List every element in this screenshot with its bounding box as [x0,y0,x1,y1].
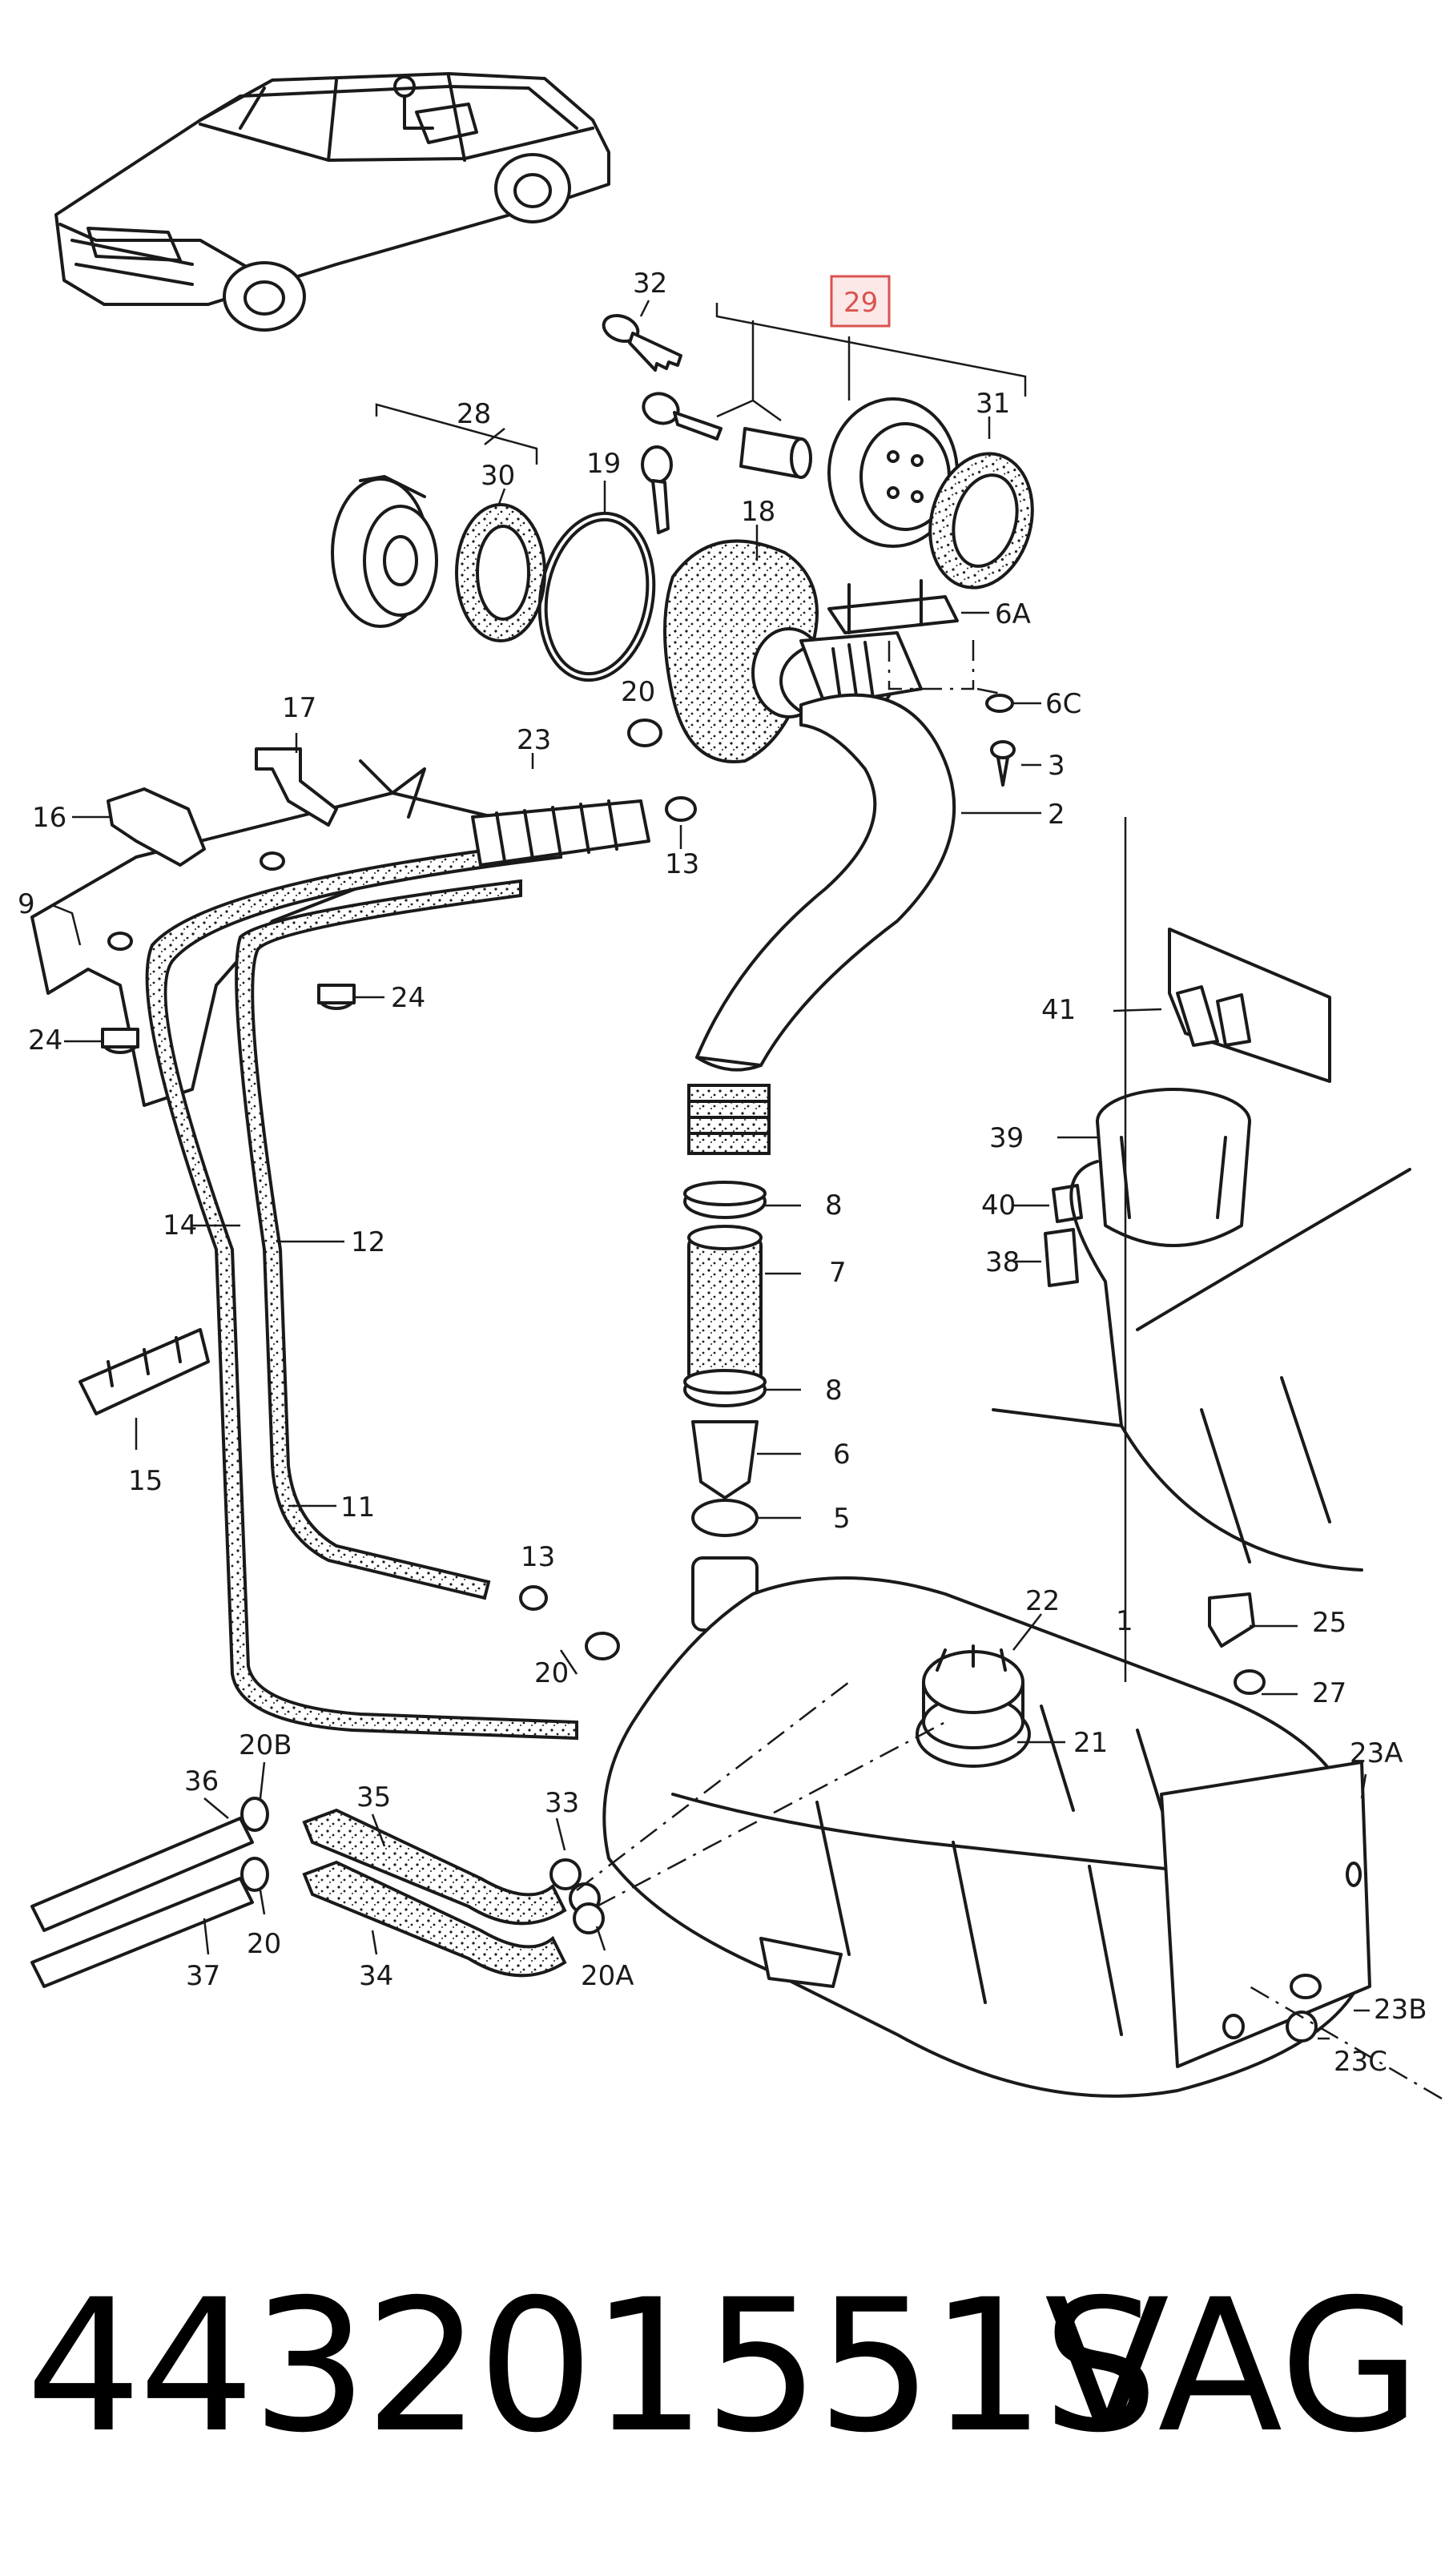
callout-30: 30 [481,460,515,492]
callout-16: 16 [32,802,66,834]
callout-23C: 23C [1334,2046,1387,2078]
callout-20c: 20 [247,1928,281,1960]
highlight-box-29 [830,275,891,328]
callout-39: 39 [989,1122,1024,1154]
callout-38: 38 [985,1246,1020,1278]
callout-13b: 13 [521,1541,555,1573]
bracket-6A [827,579,975,690]
callout-7: 7 [829,1257,847,1289]
callout-24a: 24 [391,982,425,1014]
callout-27: 27 [1312,1677,1346,1709]
callout-29: 29 [843,287,878,319]
callout-20B: 20B [239,1729,292,1761]
callout-8a: 8 [825,1189,843,1222]
callout-40: 40 [981,1189,1016,1222]
screw-3 [990,740,1016,787]
gasket-30 [455,503,546,642]
part-number: 443201551S [26,2260,1158,2473]
callout-23A: 23A [1350,1737,1403,1769]
callout-19: 19 [586,448,621,480]
vent-lines [30,759,650,1741]
callout-21: 21 [1073,1727,1108,1759]
callout-3: 3 [1048,750,1065,782]
callout-28: 28 [457,398,491,430]
callout-8b: 8 [825,1375,843,1407]
callout-24b: 24 [28,1024,62,1057]
callout-labels: 32 29 28 31 30 19 18 6A 20 6C 17 23 3 16… [18,268,1427,2078]
callout-17: 17 [282,692,316,724]
callout-6: 6 [833,1439,851,1471]
ring-19 [537,511,656,682]
callout-41: 41 [1041,994,1076,1026]
filler-cap-group [331,303,1034,787]
callout-33: 33 [545,1787,579,1819]
callout-6A: 6A [995,598,1031,630]
callout-20a: 20 [621,676,655,708]
fuel-tank-1 [602,1576,1371,2098]
callout-20A: 20A [581,1960,634,1992]
callout-22: 22 [1025,1585,1060,1617]
callout-32: 32 [633,268,667,300]
callout-37: 37 [186,1960,220,1992]
callout-36: 36 [184,1765,219,1797]
callout-14: 14 [163,1210,197,1242]
footer-caption: 443201551S VAG [0,2275,1445,2515]
callout-15: 15 [128,1465,163,1497]
clamps-13-20 [519,718,697,1660]
clip-16 [107,787,206,867]
clip-15 [78,1328,210,1415]
callout-5: 5 [833,1503,851,1535]
nuts-24 [101,851,356,1054]
connector-stack [683,1181,767,1632]
callout-2: 2 [1048,799,1065,831]
key-32 [602,314,682,372]
callout-18: 18 [741,496,775,528]
callout-9: 9 [18,888,35,920]
washer-6C [985,694,1014,713]
filler-hose-2 [687,693,956,1155]
sender-unit [992,928,1411,1572]
callout-31: 31 [976,388,1010,420]
keys-29 [641,392,722,534]
callout-11: 11 [340,1491,375,1523]
callout-13a: 13 [665,848,699,880]
callout-25: 25 [1312,1607,1346,1639]
lock-cylinder [739,427,812,479]
bracket-17 [255,747,338,827]
cap-28 [331,475,438,628]
callout-20b: 20 [534,1657,569,1689]
lower-hoses [30,1681,1443,2100]
callout-6C: 6C [1045,688,1081,720]
leader-lines [51,300,1370,2040]
callout-1: 1 [1116,1605,1133,1637]
car-illustration [54,72,610,332]
callout-35: 35 [356,1781,391,1813]
callout-23B: 23B [1374,1994,1427,2026]
callout-12: 12 [351,1226,385,1258]
brand-name: VAG [1044,2260,1421,2473]
callout-34: 34 [359,1960,393,1992]
callout-23: 23 [517,724,551,756]
gasket-31 [928,452,1034,590]
